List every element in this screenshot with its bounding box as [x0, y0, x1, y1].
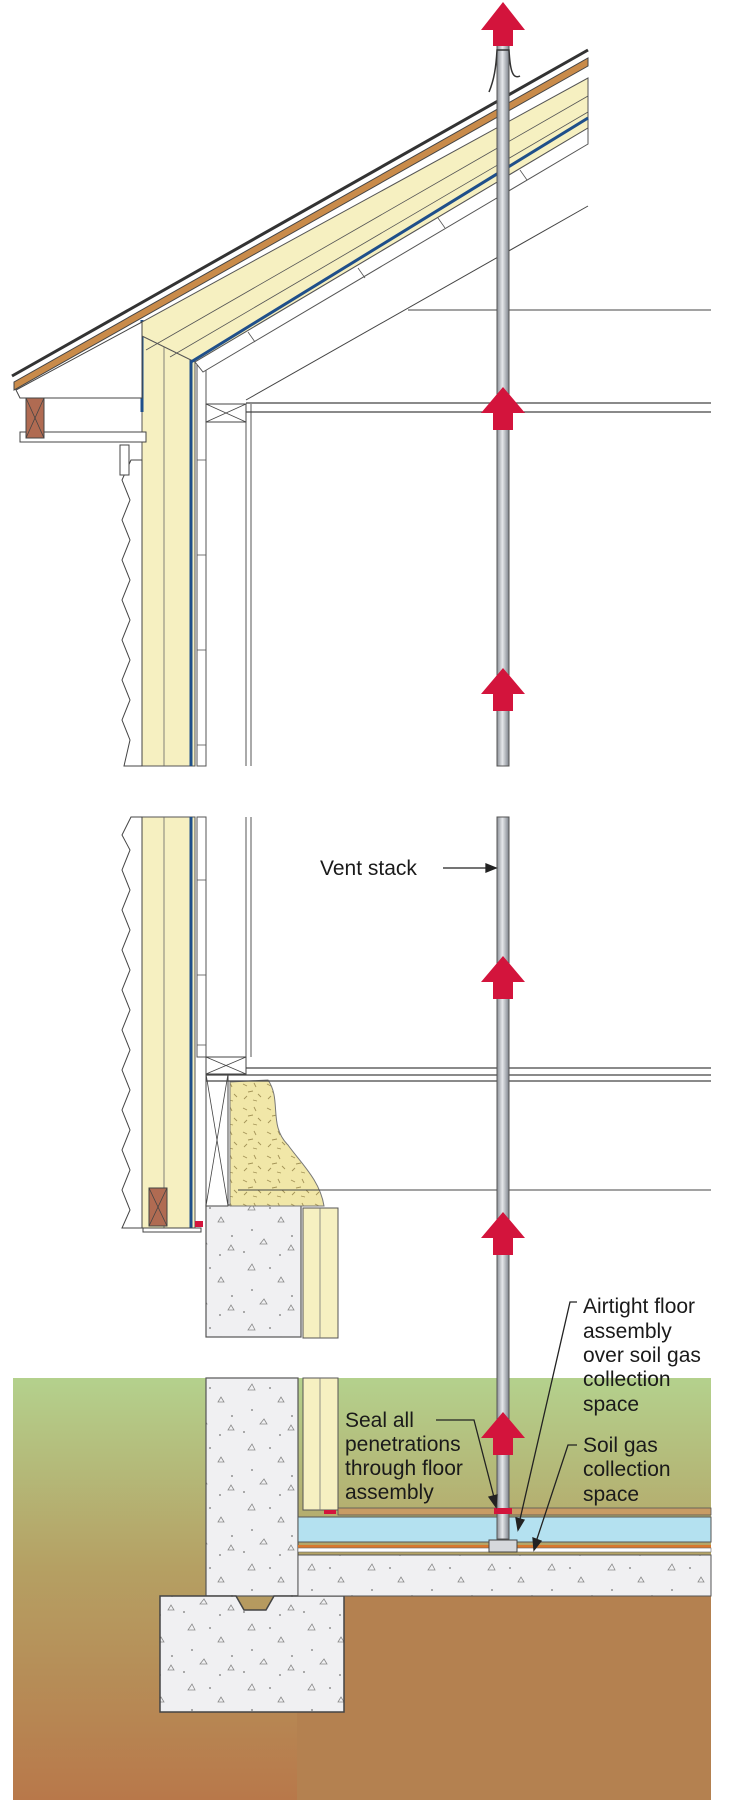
airflow-arrow-icon — [481, 1412, 525, 1455]
roof-flashing-boot — [488, 49, 521, 93]
concrete-slab — [297, 1554, 712, 1597]
lower-siding — [121, 816, 143, 1229]
pipe-base-fitting — [488, 1539, 518, 1553]
upper-wall-drywall — [196, 361, 207, 767]
foundation-wall-upper — [205, 1204, 302, 1338]
roof-drywall — [194, 127, 589, 373]
soffit-area — [15, 321, 143, 399]
roof-insulation — [141, 77, 589, 363]
soil-below-slab — [297, 1596, 711, 1800]
roof — [11, 48, 589, 443]
footing — [159, 1595, 345, 1713]
foundation — [159, 1204, 345, 1713]
pipe-penetration-seal — [494, 1508, 512, 1514]
foundation-insulation-upper — [302, 1207, 339, 1339]
rafter-line — [245, 205, 589, 401]
subfloor — [337, 1507, 712, 1516]
soil-gas-leader — [533, 1444, 577, 1549]
perimeter-seal — [324, 1510, 336, 1514]
airflow-arrow-icon — [481, 1212, 525, 1255]
rim-spray-foam — [229, 1079, 325, 1207]
vent-stack — [488, 29, 521, 1553]
seal-penetrations-label: Seal all penetrations through floor asse… — [345, 1409, 469, 1504]
upper-wall-insulation — [141, 335, 196, 767]
vent-stack-label: Vent stack — [320, 857, 417, 880]
upper-siding — [121, 459, 143, 767]
roof-sheathing — [13, 57, 589, 391]
airflow-arrows — [481, 2, 525, 1455]
trim-board — [119, 444, 130, 476]
lower-wall-drywall — [196, 816, 207, 1058]
soil-gas-label: Soil gas collection space — [583, 1434, 676, 1506]
airtight-leader — [517, 1301, 577, 1529]
callout-leaders — [436, 863, 577, 1552]
airtight-floor-label: Airtight floor assembly over soil gas co… — [583, 1295, 707, 1416]
airflow-arrow-icon — [481, 668, 525, 711]
soffit — [19, 431, 147, 443]
sill-seal — [195, 1221, 203, 1227]
foundation-insulation-lower — [302, 1377, 339, 1511]
foundation-wall-lower — [205, 1377, 299, 1597]
roof-shingles — [11, 48, 589, 378]
upper-wall — [119, 309, 711, 767]
roof-air-barrier — [190, 116, 589, 364]
sill-flashing — [142, 1227, 202, 1233]
airflow-arrow-icon — [481, 2, 525, 46]
lower-wall-insulation — [141, 816, 196, 1229]
airflow-arrow-icon — [481, 387, 525, 430]
airflow-arrow-icon — [481, 956, 525, 999]
lower-wall — [121, 816, 711, 1233]
seal-leader — [436, 1419, 497, 1506]
